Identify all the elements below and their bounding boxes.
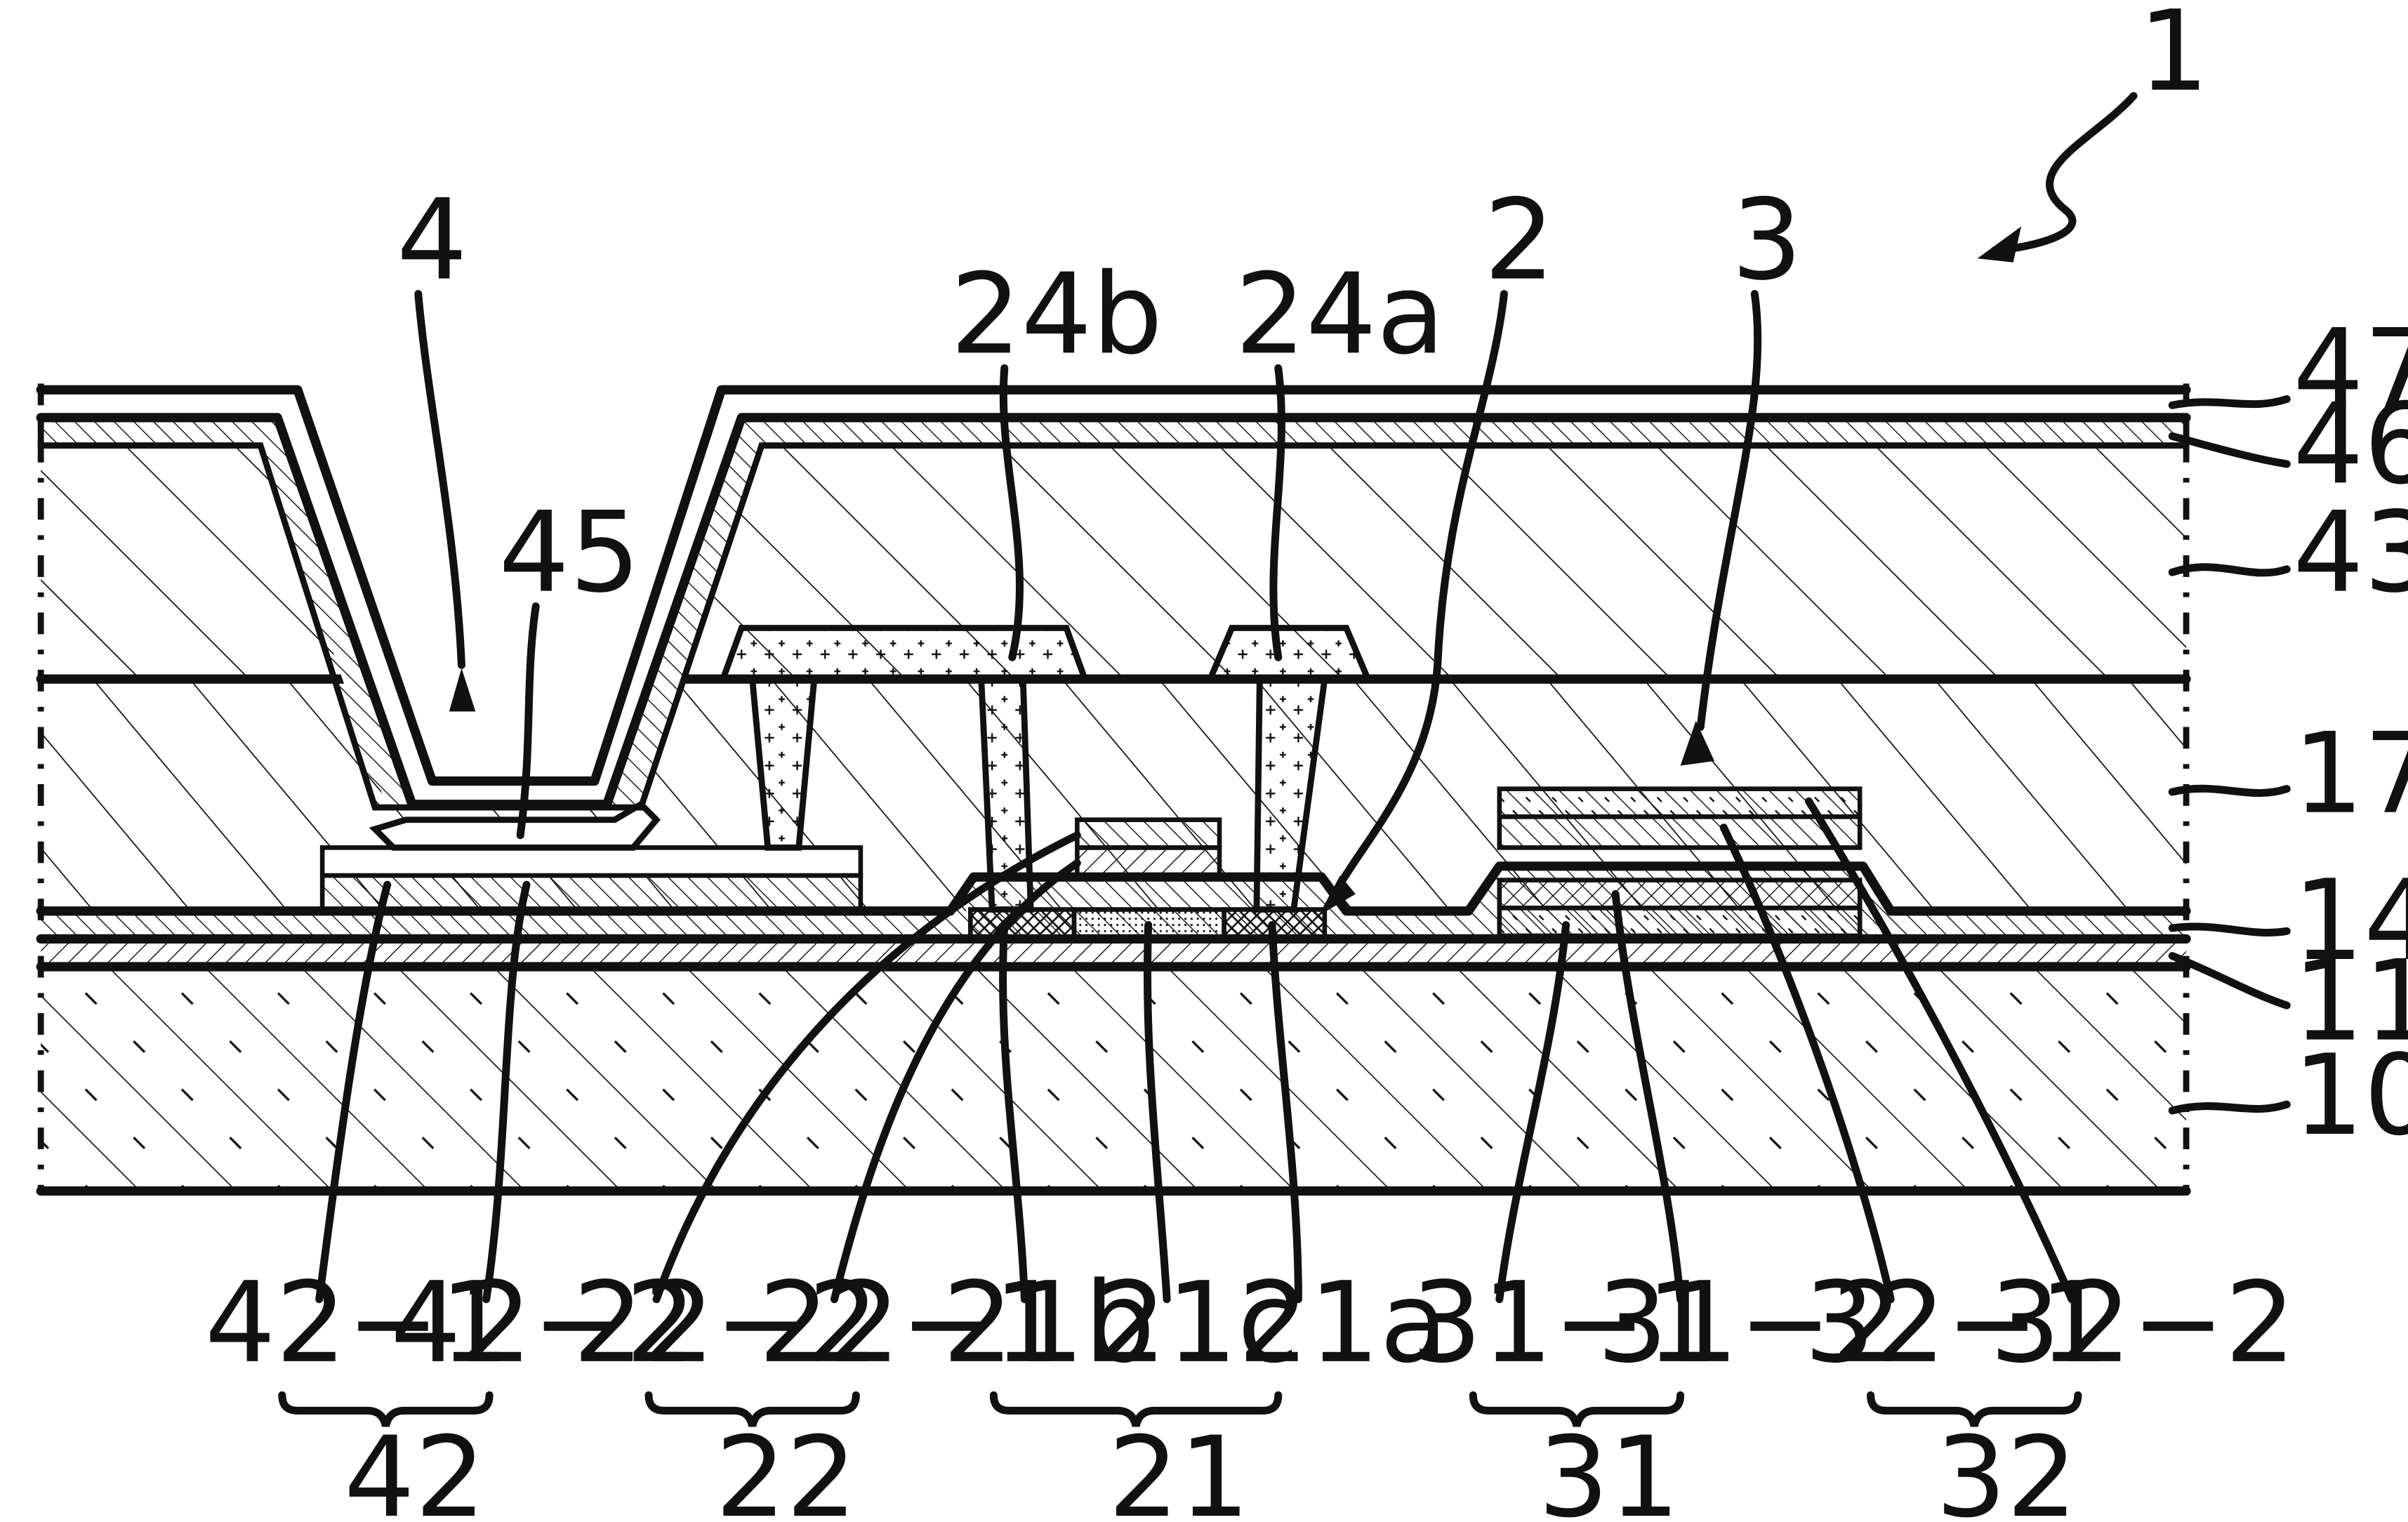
label-4: 4 [397,176,468,305]
label-10: 10 [2293,1031,2408,1160]
group-label-31: 31 [1538,1413,1680,1522]
label-2: 2 [1484,176,1555,305]
label-24b: 24b [951,250,1163,379]
group-label-21: 21 [1108,1413,1250,1522]
gate-electrode-22-1 [1077,847,1219,877]
label-17: 17 [2293,710,2408,839]
pixel-electrode-42-1 [322,875,861,911]
pixel-electrode-42-2 [322,847,861,875]
group-label-32: 32 [1936,1413,2077,1522]
label-43: 43 [2293,489,2408,618]
label-45: 45 [498,489,640,618]
active-layer-21b [970,910,1074,939]
gate-electrode-22-2 [1077,820,1219,848]
label-32-2: 32−2 [1990,1259,2296,1388]
capacitor-electrode-32-1 [1500,816,1860,847]
label-1: 1 [2138,0,2209,117]
label-24a: 24a [1235,250,1445,379]
label-3: 3 [1731,176,1802,305]
group-label-22: 22 [715,1413,857,1522]
group-label-42: 42 [344,1413,486,1522]
capacitor-electrode-31-1 [1500,908,1860,936]
capacitor-electrode-31-2 [1500,880,1860,908]
